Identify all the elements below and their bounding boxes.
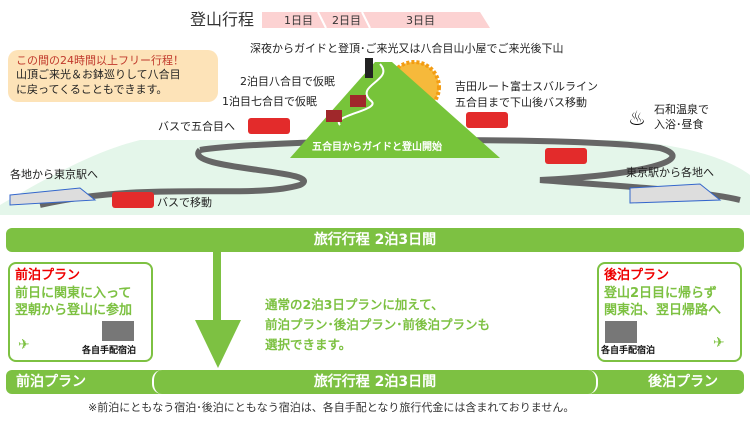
hiker-icon (365, 58, 373, 78)
pre-plan-hotel: 各自手配宿泊 (82, 346, 137, 356)
bubble-line1: 山頂ご来光＆お鉢巡りして八合目 (16, 68, 181, 82)
route-illustration: ♨ (0, 11, 750, 215)
hotel-icon (102, 321, 134, 341)
bottom-post-plan: 後泊プラン (648, 374, 718, 390)
yoshida-label-1: 吉田ルート富士スバルライン (455, 80, 598, 93)
day-1-label: 1日目 (284, 14, 313, 27)
post-plan-title: 後泊プラン (604, 268, 670, 283)
bottom-pre-plan: 前泊プラン (16, 374, 86, 390)
plane-icon: ✈ (713, 335, 725, 351)
mountain (290, 62, 500, 158)
night2-label: 2泊目八合目で仮眠 (240, 75, 335, 88)
bus-icon (112, 192, 154, 208)
day-3-label: 3日目 (406, 14, 435, 27)
onsen-label-2: 入浴･昼食 (654, 118, 704, 131)
bottom-main: 旅行行程 2泊3日間 (152, 370, 598, 394)
bubble-highlight: この間の24時間以上フリー行程！ (16, 54, 184, 67)
plan-options-line: 選択できます。 (265, 337, 352, 352)
plan-options-line: 前泊プラン･後泊プラン･前後泊プランも (265, 317, 491, 332)
night1-label: 1泊目七合目で仮眠 (222, 95, 317, 108)
shinkansen-icon (9, 187, 97, 206)
post-plan-hotel: 各自手配宿泊 (601, 346, 656, 356)
page-title: 登山行程 (190, 10, 255, 29)
arrow-shaft (213, 252, 221, 322)
bus-icon (545, 148, 587, 164)
free-schedule-bubble: この間の24時間以上フリー行程！ 山頂ご来光＆お鉢巡りして八合目 に戻ってくるこ… (8, 50, 218, 102)
plane-icon: ✈ (18, 337, 30, 353)
hut-icon (350, 95, 366, 107)
footnote: ※前泊にともなう宿泊･後泊にともなう宿泊は、各自手配となり旅行代金には含まれてお… (88, 401, 575, 414)
post-plan-box: 後泊プラン 登山2日目に帰らず 関東泊、翌日帰路へ ✈ 各自手配宿泊 (597, 262, 742, 362)
bus-icon (248, 118, 290, 134)
bus-to-5th-label: バスで五合目へ (158, 120, 235, 133)
bubble-line2: に戻ってくることもできます。 (16, 82, 168, 96)
trail (337, 63, 385, 126)
from-tokyo-label: 各地から東京駅へ (10, 168, 98, 181)
main-itinerary-band: 旅行行程 2泊3日間 (6, 228, 744, 252)
bus-icon (466, 112, 508, 128)
onsen-icon: ♨ (628, 106, 646, 130)
to-home-label: 東京駅から各地へ (626, 166, 714, 179)
day-2-label: 2日目 (332, 14, 361, 27)
pre-plan-title: 前泊プラン (15, 268, 81, 283)
hut-icon (326, 110, 342, 122)
plan-options-text: 通常の2泊3日プランに加えて、 前泊プラン･後泊プラン･前後泊プランも 選択でき… (265, 295, 490, 355)
arrow-down-icon (195, 320, 241, 368)
pre-plan-box: 前泊プラン 前日に関東に入って 翌朝から登山に参加 ✈ 各自手配宿泊 (8, 262, 153, 362)
start-label: 五合目からガイドと登山開始 (312, 142, 442, 153)
shinkansen-icon (629, 183, 722, 204)
summit-label: 深夜からガイドと登頂･ご来光又は八合目山小屋でご来光後下山 (250, 42, 564, 55)
pre-plan-line2: 翌朝から登山に参加 (15, 303, 133, 319)
onsen-label-1: 石和温泉で (654, 103, 709, 116)
plan-options-line: 通常の2泊3日プランに加えて、 (265, 297, 444, 312)
bottom-timeline (6, 370, 744, 394)
yoshida-label-2: 五合目まで下山後バス移動 (455, 96, 587, 109)
bus-move-label: バスで移動 (157, 196, 212, 209)
post-plan-line1: 登山2日目に帰らず (604, 285, 717, 301)
pre-plan-line1: 前日に関東に入って (15, 285, 132, 301)
hotel-icon (605, 321, 637, 343)
post-plan-line2: 関東泊、翌日帰路へ (604, 303, 722, 319)
